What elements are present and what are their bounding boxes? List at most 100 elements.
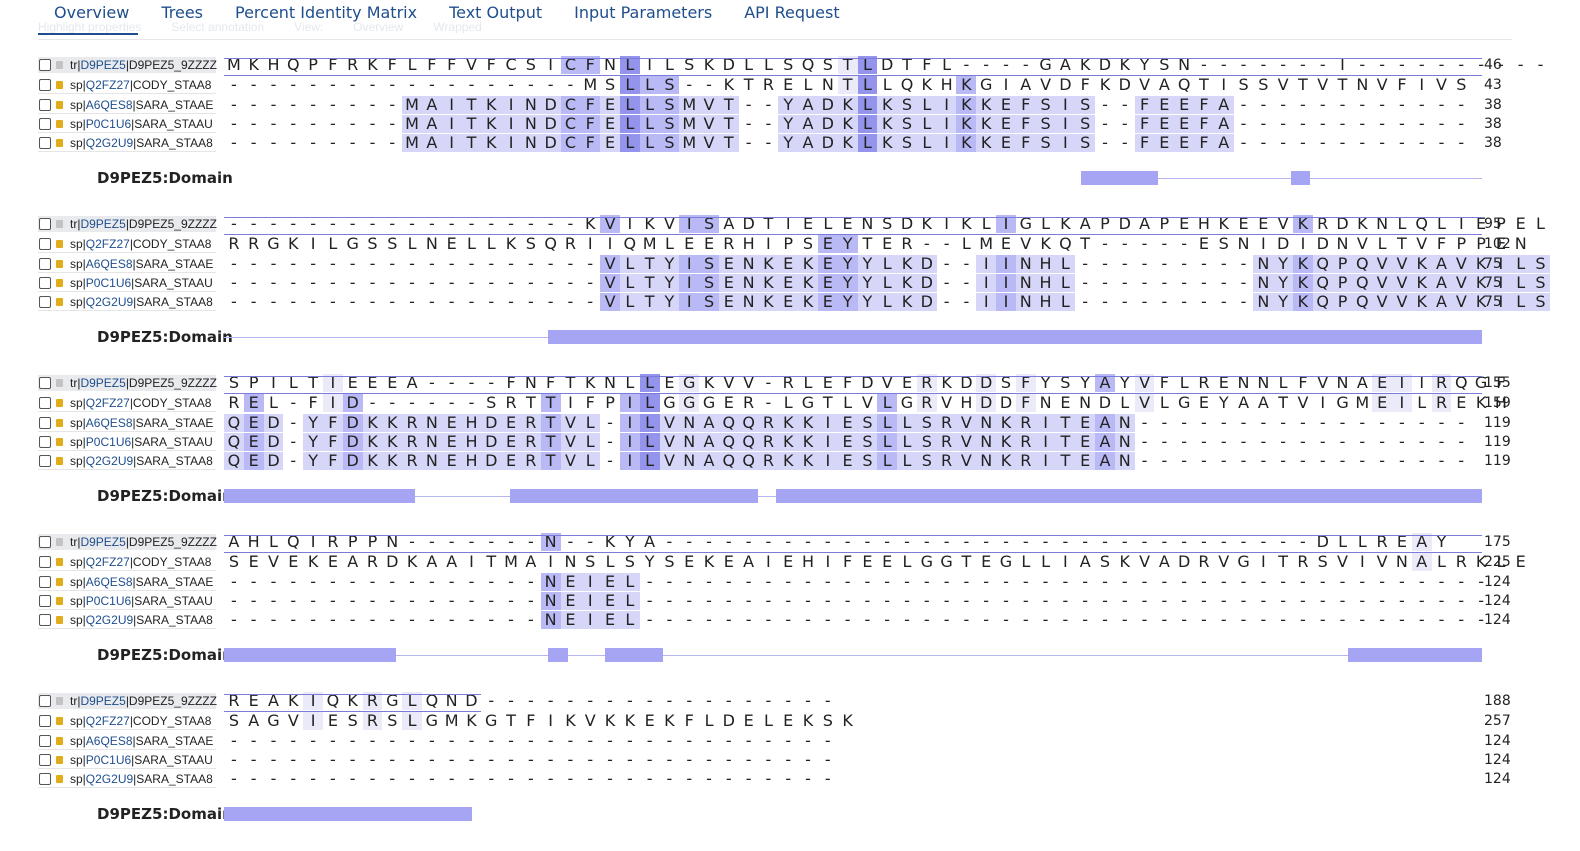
residue: - [963,55,970,74]
accession-link[interactable]: Q2G2U9 [85,613,134,627]
residue: - [706,769,712,788]
query-sequence-outline-bottom [224,75,1482,76]
accession-link[interactable]: A6QES8 [85,416,133,430]
sequence-select-checkbox[interactable] [39,99,51,111]
accession-link[interactable]: Q2FZ27 [85,714,130,728]
residue: E [1198,234,1209,253]
accession-link[interactable]: P0C1U6 [85,117,132,131]
tab-api-request[interactable]: API Request [744,2,840,22]
accession-link[interactable]: P0C1U6 [85,276,132,290]
accession-link[interactable]: Q2G2U9 [85,136,134,150]
domain-segment[interactable] [1348,648,1482,662]
domain-segment[interactable] [224,648,396,662]
accession-link[interactable]: Q2G2U9 [85,772,134,786]
residue: - [1280,114,1287,133]
domain-segment[interactable] [605,648,663,662]
domain-segment[interactable] [776,489,1482,503]
residue: - [1161,292,1168,311]
domain-segment[interactable] [548,330,1482,344]
sequence-select-checkbox[interactable] [39,614,51,626]
sequence-select-checkbox[interactable] [39,754,51,766]
tab-input-parameters[interactable]: Input Parameters [574,2,713,22]
accession-link[interactable]: Q2FZ27 [85,555,130,569]
residue: N [1178,55,1191,74]
accession-link[interactable]: D9PEZ5 [80,217,126,231]
tab-text-output[interactable]: Text Output [449,2,543,22]
accession-link[interactable]: D9PEZ5 [80,535,126,549]
sequence-select-checkbox[interactable] [39,218,51,230]
accession-link[interactable]: D9PEZ5 [80,694,126,708]
tab-overview[interactable]: Overview [54,2,130,22]
accession-link[interactable]: A6QES8 [85,257,133,271]
accession-link[interactable]: P0C1U6 [85,753,132,767]
residue: L [916,96,937,114]
residue: - [1240,55,1247,74]
accession-link[interactable]: A6QES8 [85,98,133,112]
accession-link[interactable]: Q2FZ27 [85,237,130,251]
accession-link[interactable]: D9PEZ5 [80,58,126,72]
residue: S [659,115,680,133]
sequence-select-checkbox[interactable] [39,277,51,289]
entry-name: |SARA_STAAE [132,416,214,430]
residue: - [488,292,495,311]
sequence-select-checkbox[interactable] [39,536,51,548]
residue: - [448,769,455,788]
sequence-select-checkbox[interactable] [39,238,51,250]
residue: V [1297,393,1309,412]
residue: - [963,591,970,610]
residue: - [1141,413,1148,432]
tab-trees[interactable]: Trees [161,2,203,22]
residue: M [679,115,700,133]
residue: - [488,769,495,788]
residue: - [765,393,772,412]
residue: - [1102,114,1108,133]
residue: F [1134,134,1155,152]
sequence-select-checkbox[interactable] [39,695,51,707]
domain-segment[interactable] [224,807,472,821]
residue: - [428,273,435,292]
domain-segment[interactable] [1081,171,1158,185]
sequence-select-checkbox[interactable] [39,79,51,91]
sequence-select-checkbox[interactable] [39,773,51,785]
sequence-select-checkbox[interactable] [39,397,51,409]
sequence-select-checkbox[interactable] [39,735,51,747]
accession-link[interactable]: Q2FZ27 [85,78,130,92]
residue: - [1418,451,1425,470]
accession-link[interactable]: P0C1U6 [85,435,132,449]
sequence-select-checkbox[interactable] [39,556,51,568]
domain-segment[interactable] [1291,171,1310,185]
residue: L [857,56,878,74]
residue: - [527,292,534,311]
sequence-select-checkbox[interactable] [39,455,51,467]
sequence-select-checkbox[interactable] [39,715,51,727]
sequence-select-checkbox[interactable] [39,436,51,448]
residue: K [778,433,799,451]
sequence-select-checkbox[interactable] [39,595,51,607]
sequence-select-checkbox[interactable] [39,296,51,308]
residue: Y [837,235,858,253]
residue: - [1379,451,1385,470]
domain-segment[interactable] [224,489,415,503]
sequence-select-checkbox[interactable] [39,377,51,389]
accession-link[interactable]: A6QES8 [85,575,133,589]
residue: - [310,610,316,629]
sequence-select-checkbox[interactable] [39,576,51,588]
accession-link[interactable]: D9PEZ5 [80,376,126,390]
sequence-select-checkbox[interactable] [39,137,51,149]
accession-link[interactable]: Q2G2U9 [85,454,134,468]
sequence-select-checkbox[interactable] [39,258,51,270]
domain-segment[interactable] [548,648,568,662]
tab-percent-identity-matrix[interactable]: Percent Identity Matrix [235,2,418,22]
residue: - [250,731,257,750]
accession-link[interactable]: Q2FZ27 [85,396,130,410]
accession-link[interactable]: P0C1U6 [85,594,132,608]
accession-link[interactable]: A6QES8 [85,734,133,748]
domain-segment[interactable] [510,489,758,503]
accession-link[interactable]: Q2G2U9 [85,295,134,309]
sequence-select-checkbox[interactable] [39,417,51,429]
sequence-select-checkbox[interactable] [39,118,51,130]
residue: - [1300,133,1306,152]
residue: A [1213,115,1234,133]
sequence-select-checkbox[interactable] [39,59,51,71]
